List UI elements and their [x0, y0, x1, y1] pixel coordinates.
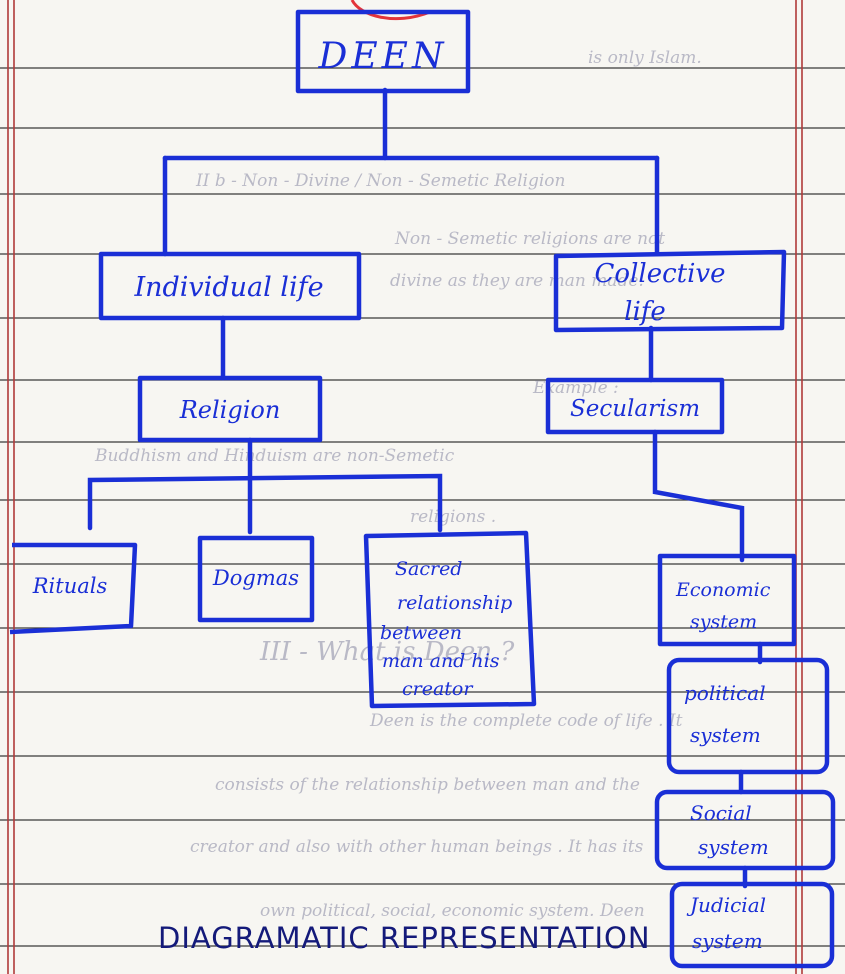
deen-label: DEEN [318, 36, 448, 77]
deen-box [295, 9, 471, 94]
note-line: creator and also with other human beings… [190, 837, 644, 857]
note-line: divine as they are man made. [390, 271, 644, 291]
economic-system-label: Economic system [675, 579, 776, 633]
note-line: Buddhism and Hinduism are non-Semetic [94, 446, 455, 466]
political-system-box [666, 657, 830, 775]
individual-life-label: Individual life [133, 272, 323, 303]
connectors [87, 87, 763, 889]
religion-label: Religion [179, 396, 281, 424]
note-line: consists of the relationship between man… [215, 775, 640, 795]
red-pen-mark [350, 0, 431, 21]
secularism-box [545, 377, 725, 435]
judicial-system-box [669, 881, 835, 969]
note-line: III - What is Deen ? [259, 637, 515, 667]
note-line: Example : [532, 378, 619, 398]
diagram-caption: DIAGRAMATIC REPRESENTATION [158, 921, 651, 955]
economic-system-box [657, 553, 797, 647]
social-system-label: Social system [690, 801, 769, 859]
note-line: religions . [410, 507, 496, 527]
sacred-relationship-box [363, 530, 537, 709]
note-line: is only Islam. [588, 48, 702, 68]
margin-lines [7, 0, 803, 974]
collective-life-label-line2: life [624, 297, 666, 327]
dogmas-box [197, 535, 315, 623]
secularism-label: Secularism [570, 396, 700, 422]
social-system-box [654, 789, 836, 871]
note-line: Non - Semetic religions are not [394, 229, 665, 249]
dogmas-label: Dogmas [212, 566, 299, 590]
rituals-label: Rituals [32, 574, 108, 598]
political-system-label: political system [684, 681, 772, 747]
note-line: own political, social, economic system. … [260, 901, 645, 921]
collective-life-box [553, 249, 787, 333]
note-line: II b - Non - Divine / Non - Semetic Reli… [195, 171, 565, 191]
connector-religion-children [87, 473, 443, 533]
node-labels: DEEN Individual life Collective life Rel… [32, 36, 776, 953]
sacred-relationship-label: Sacred relationship between man and his … [380, 558, 518, 700]
connector-to-economic [652, 429, 745, 563]
node-boxes [9, 9, 836, 969]
rituals-box [9, 542, 138, 635]
judicial-system-label: Judicial system [686, 893, 772, 953]
background-notes: is only Islam. II b - Non - Divine / Non… [94, 48, 702, 921]
note-line: Deen is the complete code of life . It [369, 711, 683, 731]
individual-life-box [98, 251, 362, 321]
religion-box [137, 375, 323, 443]
collective-life-label-line1: Collective [595, 259, 726, 289]
